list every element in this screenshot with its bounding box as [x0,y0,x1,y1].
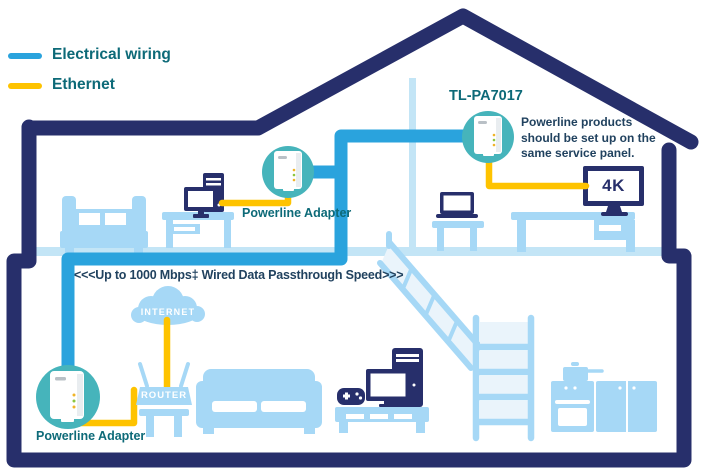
internet-cloud-label: INTERNET [140,307,196,317]
stairs-railing-icon [377,231,483,371]
powerline-adapter-label-downstairs: Powerline Adapter [36,429,146,443]
bed-icon [60,196,148,254]
second-floor-slab [36,247,664,256]
laptop-table-icon [432,221,484,251]
wifi-router-icon [136,362,192,405]
service-panel-note: Powerline products should be set up on t… [521,115,656,160]
tv-4k-icon [583,166,644,216]
ladder-icon [472,314,535,442]
tv-stand-icon [335,407,429,433]
gaming-pc-icon [366,348,423,407]
house-outline [6,8,699,468]
router-table-icon [139,409,189,437]
kitchen-stove-icon [551,381,594,432]
adapter-model-label: TL-PA7017 [449,88,523,104]
tv-4k-badge: 4K [602,176,625,195]
interior-wall-divider [409,78,416,250]
game-controller-icon [337,388,365,405]
desktop-computer-icon [184,173,224,218]
legend-label-electrical-wiring: Electrical wiring [52,46,171,63]
powerline-adapter-downstairs [36,365,100,429]
legend-label-ethernet: Ethernet [52,76,115,93]
passthrough-speed-label: <<<Up to 1000 Mbps‡ Wired Data Passthrou… [74,268,404,282]
powerline-adapter-label-upstairs: Powerline Adapter [242,206,352,220]
interior-structure [36,78,664,256]
ethernet-swatch [8,83,42,89]
laptop-icon [436,192,478,218]
couch-icon [196,369,322,434]
powerline-adapter-upstairs [262,146,314,198]
router-label: ROUTER [140,390,188,401]
powerline-adapter-top-right [462,111,514,163]
cooking-pot-icon [563,362,604,381]
kitchen-cabinets-icon [596,381,657,432]
long-table-icon [511,212,635,252]
house-walls [6,119,692,468]
internet-cloud-icon [131,286,205,325]
house-roof [21,8,699,150]
electrical-wiring-swatch [8,53,42,59]
